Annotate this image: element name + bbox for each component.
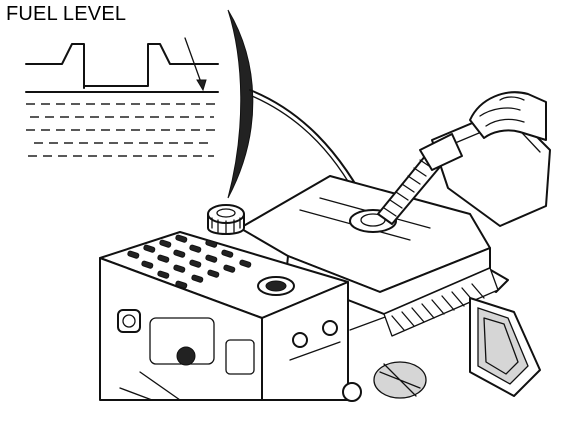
carry-handle-icon xyxy=(469,297,541,397)
fuel-can-icon xyxy=(377,107,551,227)
generator-icon xyxy=(99,175,509,402)
grip-icon xyxy=(469,91,547,141)
fuel-cap-icon xyxy=(207,204,245,235)
fuel-level-label: FUEL LEVEL xyxy=(6,3,127,25)
